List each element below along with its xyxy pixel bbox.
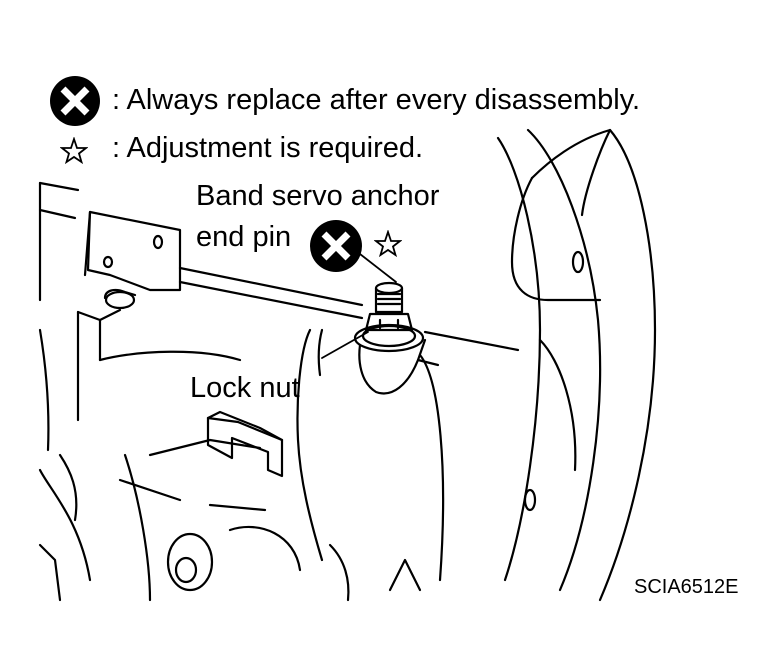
- star-icon: [59, 136, 89, 165]
- anchor-pin: [353, 281, 425, 353]
- legend-adjust-text: : Adjustment is required.: [112, 132, 424, 164]
- lower-block: [206, 410, 284, 478]
- figure-code: SCIA6512E: [634, 576, 739, 598]
- legend-replace-text: : Always replace after every disassembly…: [112, 84, 641, 116]
- anchor-pin-label-line2: end pin: [196, 221, 292, 253]
- lock-nut-label: Lock nut: [190, 372, 300, 404]
- bracket-plate: [38, 181, 182, 302]
- anchor-pin-replace-x-icon: [308, 218, 364, 274]
- case-top-edge: [76, 266, 520, 422]
- anchor-pin-star-icon: [373, 229, 403, 258]
- case-flange: [496, 128, 657, 602]
- lower-casting: [38, 328, 422, 602]
- anchor-boss: [296, 328, 445, 582]
- always-replace-x-icon: [48, 74, 102, 128]
- anchor-pin-label-line1: Band servo anchor: [196, 180, 440, 212]
- leader-lines: [321, 253, 397, 359]
